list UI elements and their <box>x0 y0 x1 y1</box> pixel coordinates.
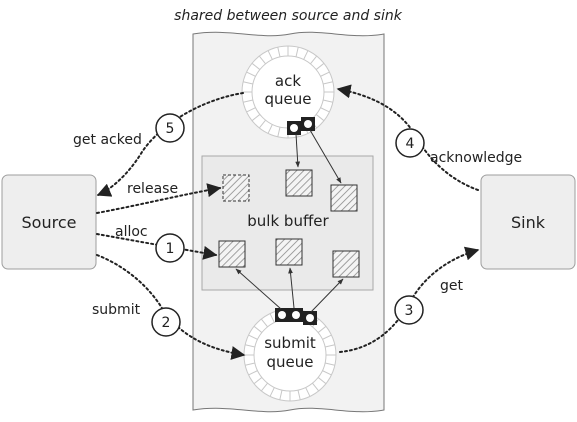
alloc-label: alloc <box>115 224 148 240</box>
acknowledge-label: acknowledge <box>430 150 522 166</box>
ack-queue-segment <box>320 71 330 77</box>
ack-queue-segment <box>246 71 256 77</box>
ack-queue-segment <box>258 55 266 65</box>
ack-queue-segment <box>315 62 325 70</box>
submit-pointer-arrow <box>235 268 282 310</box>
ack-queue-segment <box>267 124 273 134</box>
buffer-slot-released <box>222 174 250 202</box>
submit-queue-segment <box>253 325 263 333</box>
ack-queue-segment <box>322 81 333 85</box>
ack-queue-segment <box>251 62 261 70</box>
step-number-5: 5 <box>166 121 175 137</box>
ack-queue-segment <box>320 107 330 113</box>
bulk-buffer-label: bulk buffer <box>247 212 329 230</box>
submit-queue-segment <box>248 370 258 376</box>
submit-queue-segment <box>260 318 268 328</box>
step-badge-4: 4 <box>395 128 425 158</box>
buffer-slot <box>275 238 303 266</box>
submit-queue-segment <box>248 334 258 340</box>
step-number-2: 2 <box>162 315 171 331</box>
step-badge-2: 2 <box>151 307 181 337</box>
get-label: get <box>440 278 464 294</box>
ack-queue-segment <box>243 99 254 103</box>
release-arrow <box>96 183 222 214</box>
release-label: release <box>127 181 178 197</box>
buffer-slot <box>330 184 358 212</box>
step-number-3: 3 <box>405 303 414 319</box>
ack-pointer-arrow <box>295 133 301 168</box>
submit-queue-segment <box>322 370 332 376</box>
submit-queue-segment <box>324 362 335 366</box>
ack-queue-segment <box>315 114 325 122</box>
submit-queue-segment <box>260 382 268 392</box>
ack-queue-ring <box>241 45 335 139</box>
get-acked-label: get acked <box>73 132 142 148</box>
step-number-1: 1 <box>166 241 175 257</box>
submit-queue-segment <box>305 387 311 397</box>
sink-label: Sink <box>511 213 546 232</box>
submit-label: submit <box>92 302 141 318</box>
submit-queue-segment <box>253 377 263 385</box>
submit-queue-segment <box>312 382 320 392</box>
step-badge-1: 1 <box>155 233 185 263</box>
source-box <box>1 174 97 270</box>
ack-queue-label-line2: queue <box>265 90 312 108</box>
submit-pointer-arrow <box>288 267 295 309</box>
submit-queue-segment <box>324 344 335 348</box>
submit-queue-segment <box>245 362 256 366</box>
submit-arrow <box>96 254 246 360</box>
ack-queue-segment <box>310 55 318 65</box>
sink-box <box>480 174 576 270</box>
step-badge-5: 5 <box>155 113 185 143</box>
submit-queue-segment <box>297 389 301 400</box>
ack-queue-segment <box>258 119 266 129</box>
submit-pointer-arrow <box>310 278 344 313</box>
submit-queue-segment <box>245 344 256 348</box>
ack-queue-segment <box>246 107 256 113</box>
shared-memory-caption: shared between source and sink <box>174 8 403 24</box>
step-number-4: 4 <box>406 136 415 152</box>
ack-queue-segment <box>277 47 281 58</box>
ack-queue-segment <box>295 47 299 58</box>
submit-queue-segment <box>279 389 283 400</box>
alloc-arrow <box>96 233 218 260</box>
submit-queue-label-line2: queue <box>267 353 314 371</box>
ack-queue-segment <box>251 114 261 122</box>
submit-queue-label-line1: submit <box>264 334 316 352</box>
ack-pointer-arrow <box>309 129 342 184</box>
submit-queue-segment <box>317 377 327 385</box>
ack-queue-segment <box>277 126 281 137</box>
buffer-slot <box>285 169 313 197</box>
source-label: Source <box>22 213 77 232</box>
ack-queue-label-line1: ack <box>275 72 301 90</box>
ack-queue-segment <box>267 50 273 60</box>
buffer-slot <box>332 250 360 278</box>
get-acked-arrow <box>96 92 244 197</box>
ack-queue-segment <box>303 50 309 60</box>
submit-queue-segment <box>322 334 332 340</box>
submit-queue-segment <box>269 313 275 323</box>
submit-queue-segment <box>317 325 327 333</box>
submit-queue-segment <box>269 387 275 397</box>
step-badge-3: 3 <box>394 295 424 325</box>
ack-queue-segment <box>322 99 333 103</box>
ack-queue-segment <box>243 81 254 85</box>
buffer-slot-allocated <box>218 240 246 268</box>
